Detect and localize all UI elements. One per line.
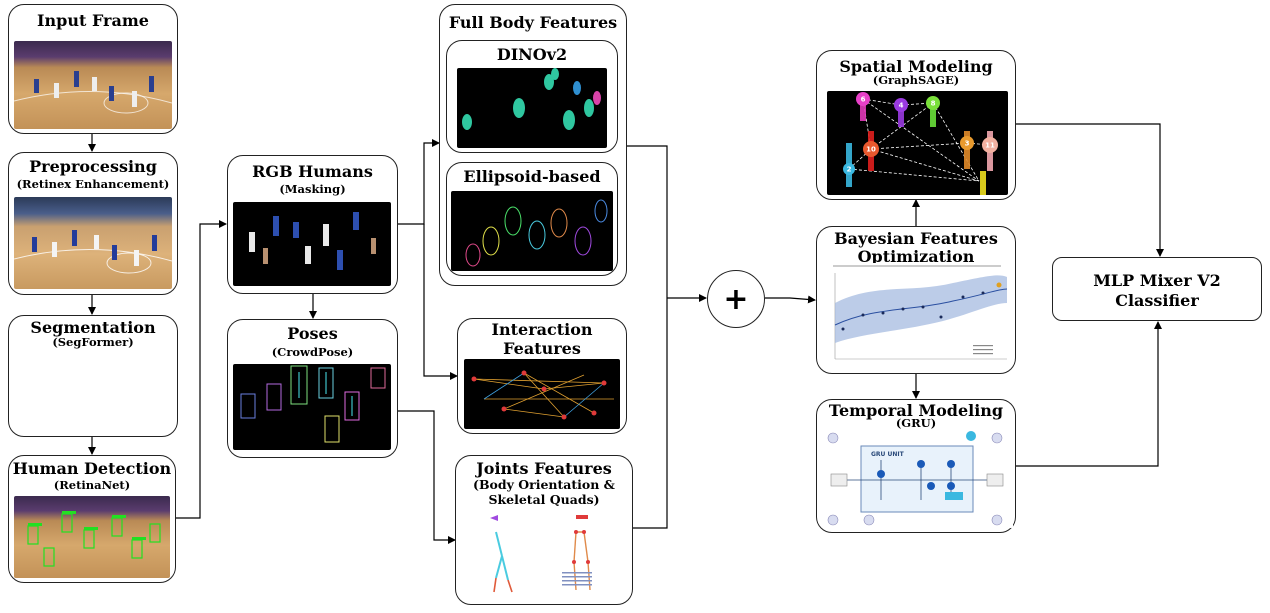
preprocessing-image — [14, 197, 172, 289]
joints-features-image — [476, 512, 624, 600]
mlp-mixer-classifier-box: MLP Mixer V2 Classifier — [1052, 257, 1262, 321]
input-frame-image — [14, 41, 172, 129]
interaction-features-box: Interaction Features — [457, 318, 627, 434]
graph-node-label: 11 — [985, 142, 995, 150]
ellipsoid-box: Ellipsoid-based — [446, 162, 618, 276]
arrow-fullbody-to-fusion — [627, 145, 668, 298]
ellipsoid-image — [451, 191, 613, 271]
arrow-fusion-to-bayesian — [765, 295, 816, 304]
graph-node-label: 4 — [899, 102, 904, 110]
full-body-features-box: Full Body Features DINOv2 Ellipsoid-base… — [439, 4, 627, 286]
classifier-title-2: Classifier — [1115, 291, 1199, 310]
spatial-modeling-box: Spatial Modeling (GraphSAGE) — [816, 50, 1016, 200]
temporal-modeling-box: Temporal Modeling (GRU) GRU UNIT — [816, 399, 1016, 533]
arrow-rgb-to-fullbody — [398, 139, 440, 225]
input-frame-box: Input Frame — [8, 4, 178, 134]
gru-diagram-image: GRU UNIT — [821, 430, 1013, 528]
dinov2-image — [457, 68, 607, 148]
arrow-rgb-to-interaction — [423, 224, 458, 380]
rgb-humans-title: RGB Humans — [252, 162, 373, 181]
preprocessing-subtitle: (Retinex Enhancement) — [16, 177, 170, 191]
joints-features-subtitle-2: Skeletal Quads) — [488, 492, 600, 507]
arrow-spatial-to-classifier — [1016, 123, 1164, 257]
segmentation-title: Segmentation — [30, 318, 156, 337]
fusion-node: + — [707, 270, 765, 328]
spatial-modeling-subtitle: (GraphSAGE) — [872, 73, 960, 87]
temporal-modeling-title: Temporal Modeling — [828, 401, 1004, 420]
preprocessing-title: Preprocessing — [29, 157, 157, 176]
bayesian-optimization-box: Bayesian Features Optimization — [816, 226, 1016, 374]
joints-features-box: Joints Features (Body Orientation & Skel… — [455, 455, 633, 605]
human-detection-subtitle: (RetinaNet) — [53, 478, 131, 492]
preprocessing-box: Preprocessing (Retinex Enhancement) — [8, 152, 178, 295]
full-body-features-title: Full Body Features — [448, 13, 618, 32]
poses-image — [233, 364, 391, 450]
segmentation-image — [14, 338, 172, 430]
bayesian-plot-image — [823, 263, 1011, 369]
graph-node-label: 8 — [931, 100, 936, 108]
human-detection-title: Human Detection — [12, 459, 172, 478]
rgb-humans-subtitle: (Masking) — [279, 182, 346, 196]
temporal-modeling-subtitle: (GRU) — [895, 416, 937, 430]
arrow-poses-to-joints — [398, 410, 456, 544]
graph-node-label: 10 — [866, 146, 876, 154]
segmentation-box: Segmentation (SegFormer) — [8, 315, 178, 437]
segmentation-subtitle: (SegFormer) — [52, 335, 134, 349]
bayesian-title-2: Optimization — [857, 247, 975, 266]
bayesian-title-1: Bayesian Features — [834, 229, 998, 248]
rgb-humans-image — [233, 202, 391, 286]
graph-node-label: 3 — [965, 140, 970, 148]
graph-node-labels: 6 4 8 10 3 11 2 — [847, 96, 995, 174]
spatial-graph-image: 6 4 8 10 3 11 2 — [827, 91, 1008, 195]
arrow-temporal-to-classifier — [1016, 321, 1162, 467]
rgb-humans-box: RGB Humans (Masking) — [227, 155, 398, 294]
dinov2-title: DINOv2 — [496, 45, 568, 64]
ellipsoid-title: Ellipsoid-based — [463, 167, 601, 186]
interaction-features-title-2: Features — [503, 339, 581, 358]
poses-title: Poses — [287, 324, 338, 343]
dinov2-box: DINOv2 — [446, 40, 618, 153]
interaction-features-title-1: Interaction — [491, 320, 593, 339]
gru-unit-label: GRU UNIT — [871, 451, 905, 458]
spatial-modeling-title: Spatial Modeling — [839, 57, 993, 76]
poses-subtitle: (CrowdPose) — [271, 345, 354, 359]
arrow-joints-to-fusion — [632, 298, 668, 529]
human-detection-box: Human Detection (RetinaNet) — [8, 455, 176, 583]
poses-box: Poses (CrowdPose) — [227, 319, 398, 458]
arrow-detection-to-rgb — [176, 220, 227, 519]
classifier-title-1: MLP Mixer V2 — [1093, 271, 1221, 290]
human-detection-image — [14, 496, 170, 578]
input-frame-title: Input Frame — [37, 11, 149, 30]
graph-node-label: 6 — [861, 96, 866, 104]
graph-node-label: 2 — [847, 166, 852, 174]
joints-features-title: Joints Features — [476, 459, 612, 478]
joints-features-subtitle-1: (Body Orientation & — [473, 477, 615, 492]
interaction-features-image — [464, 359, 620, 429]
